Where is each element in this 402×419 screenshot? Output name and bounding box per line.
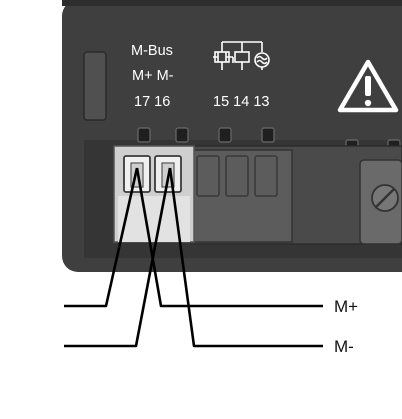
wire-m-minus-right: [168, 167, 323, 348]
warning-triangle-icon: [337, 59, 399, 113]
wire-label-m-minus: M-: [334, 337, 354, 356]
housing-top-bevel: [62, 0, 402, 6]
terminal-numbers-left: 17 16: [134, 94, 170, 110]
wire-m-minus-left: [64, 167, 172, 348]
terminal-numbers-right: 15 14 13: [213, 94, 269, 110]
mbus-wires: [64, 167, 323, 348]
housing-side-tab: [83, 51, 107, 121]
polarity-label: M+ M-: [132, 68, 174, 84]
wire-m-plus-left: [64, 167, 139, 308]
wire-label-m-plus: M+: [334, 297, 358, 316]
relay-output-icon: [213, 41, 270, 70]
relay-connector-slots: [196, 155, 278, 197]
wire-m-plus-right: [135, 167, 323, 308]
mbus-label: M-Bus: [131, 43, 173, 59]
screw-terminal-icon: [371, 184, 399, 212]
